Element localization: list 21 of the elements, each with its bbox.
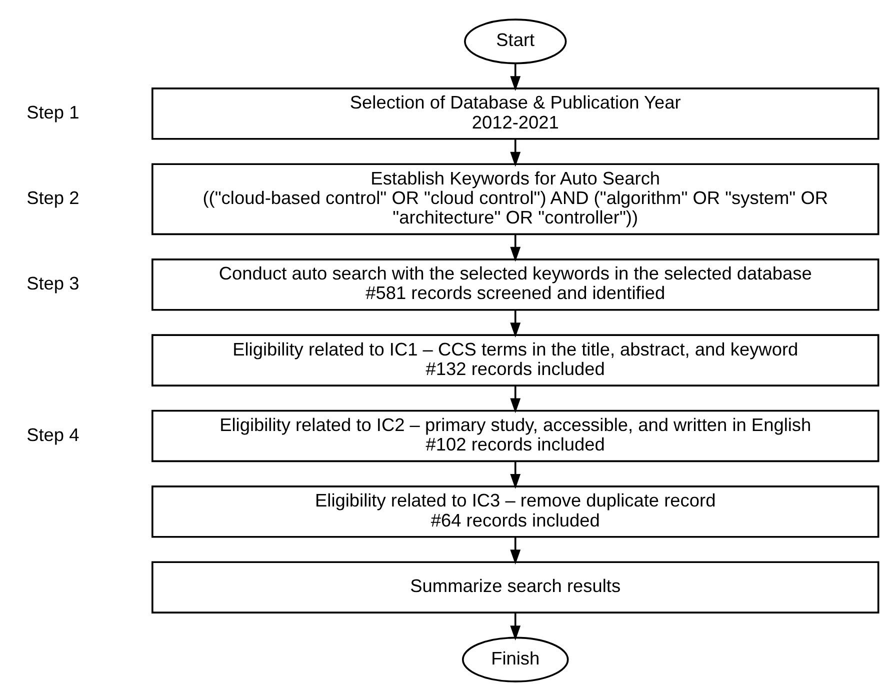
node-box: Selection of Database & Publication Year 2012-2021 xyxy=(152,87,880,140)
arrow xyxy=(510,309,521,337)
node-box: Summarize search results xyxy=(152,560,880,613)
node-ellipse: Finish xyxy=(462,636,569,682)
arrow xyxy=(510,460,521,488)
arrow xyxy=(510,385,521,413)
arrow xyxy=(510,612,521,640)
label: Step 1 xyxy=(26,102,80,122)
node-box: Establish Keywords for Auto Search (("cloud-based control" OR "cloud control") AND ("algorithm" OR "system" OR "architecture" OR "controller")) xyxy=(152,162,880,235)
label: Step 4 xyxy=(26,424,80,444)
arrow xyxy=(510,234,521,262)
node-box: Eligibility related to IC2 – primary study, accessible, and written in English #102 records included xyxy=(152,409,880,462)
label: Step 2 xyxy=(26,187,80,208)
arrow xyxy=(510,62,521,91)
node-box: Eligibility related to IC1 – CCS terms in the title, abstract, and keyword #132 records included xyxy=(152,334,880,386)
node-box: Eligibility related to IC3 – remove duplicate record #64 records included xyxy=(152,485,880,538)
label: Step 3 xyxy=(26,272,80,293)
node-ellipse: Start xyxy=(464,18,567,64)
node-box: Conduct auto search with the selected keywords in the selected database #581 records screened and identified xyxy=(152,258,880,310)
arrow xyxy=(510,138,521,166)
arrow xyxy=(510,536,521,564)
